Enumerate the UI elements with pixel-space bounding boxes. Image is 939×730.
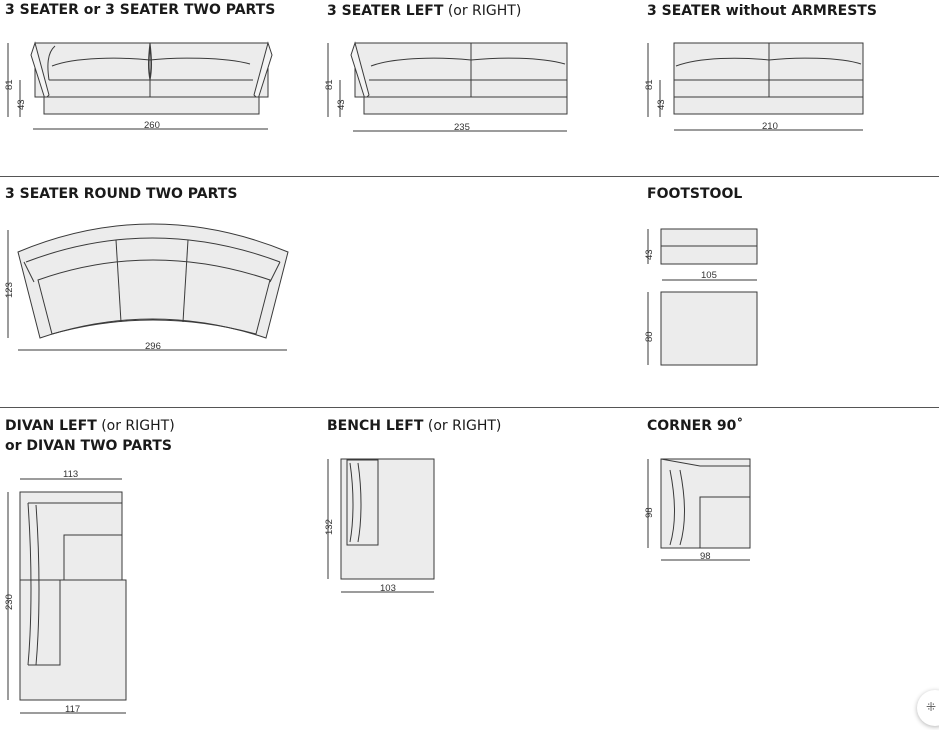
- dim-width: 103: [380, 583, 396, 594]
- title-footstool: FOOTSTOOL: [647, 186, 743, 202]
- drawing-3-seater-round: 123 296: [4, 223, 289, 352]
- dim-width: 296: [145, 341, 161, 352]
- dim-height: 81: [324, 79, 335, 90]
- drawing-3-seater-no-armrests: 81 43 210: [644, 42, 864, 132]
- drawing-bench: 132 103: [324, 458, 435, 594]
- drawing-3-seater-left: 81 43 235: [324, 41, 568, 133]
- dim-depth: 132: [324, 519, 335, 535]
- title-3-seater-two-parts: 3 SEATER or 3 SEATER TWO PARTS: [5, 2, 276, 18]
- dim-seat: 43: [644, 249, 655, 260]
- title-3-seater-round: 3 SEATER ROUND TWO PARTS: [5, 186, 238, 202]
- dim-seat: 43: [656, 99, 667, 110]
- dim-width: 105: [701, 270, 717, 281]
- dim-depth: 123: [4, 282, 15, 298]
- dim-bottom-width: 117: [65, 704, 80, 715]
- dim-width: 235: [454, 122, 470, 133]
- dim-width: 260: [144, 120, 160, 131]
- divider-1: [0, 176, 939, 177]
- title-bench: BENCH LEFT (or RIGHT): [327, 418, 502, 434]
- drawing-corner: 98 98: [644, 458, 751, 562]
- floating-action-button[interactable]: ⁜: [917, 690, 939, 726]
- drawing-divan: 113 230 117: [4, 469, 127, 715]
- title-corner: CORNER 90˚: [647, 418, 744, 434]
- title-divan: DIVAN LEFT (or RIGHT)or DIVAN TWO PARTS: [5, 418, 175, 454]
- drawing-footstool: 43 105 80: [644, 228, 758, 366]
- dim-depth: 98: [644, 507, 655, 518]
- title-3-seater-left: 3 SEATER LEFT (or RIGHT): [327, 3, 522, 19]
- divider-2: [0, 407, 939, 408]
- drawing-3-seater-two-parts: 81 43 260: [4, 41, 273, 131]
- dim-length: 230: [4, 594, 15, 610]
- grid-icon: ⁜: [926, 700, 937, 714]
- dim-top-width: 113: [63, 469, 78, 480]
- dim-seat: 43: [336, 99, 347, 110]
- dim-depth: 80: [644, 331, 655, 342]
- dim-width: 210: [762, 121, 778, 132]
- dim-width: 98: [700, 551, 711, 562]
- dim-seat: 43: [16, 99, 27, 110]
- dim-height: 81: [4, 79, 15, 90]
- dim-height: 81: [644, 79, 655, 90]
- title-3-seater-no-armrests: 3 SEATER without ARMRESTS: [647, 3, 877, 19]
